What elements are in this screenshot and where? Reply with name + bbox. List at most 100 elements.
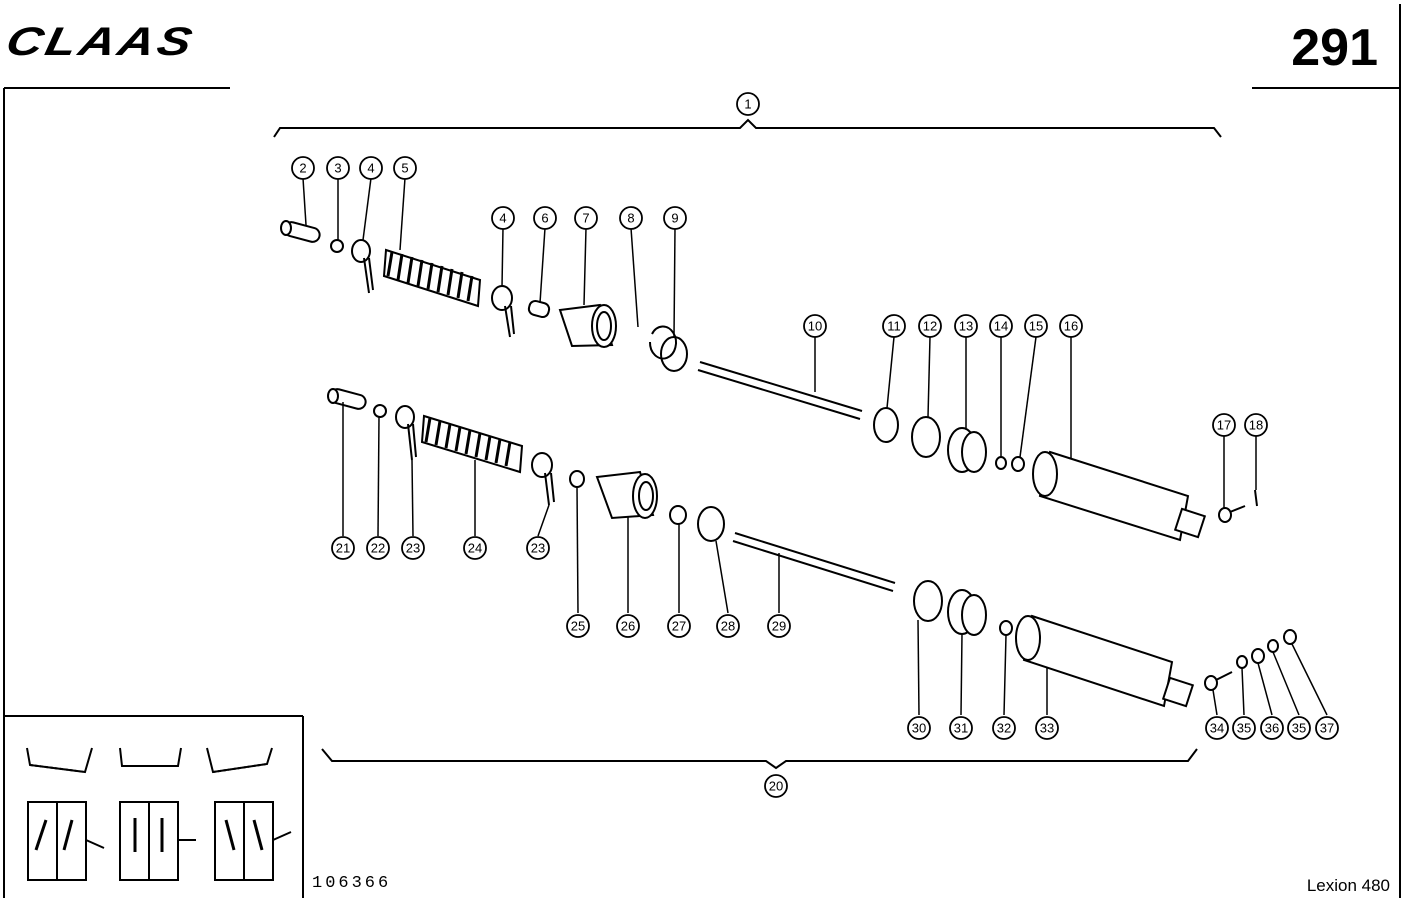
- part-clamp-4: [351, 239, 374, 294]
- bracket-assembly-20: [321, 748, 1198, 770]
- part-sleeve-6: [527, 299, 551, 319]
- legend-box-3: [214, 801, 292, 881]
- callout-circle: [401, 536, 425, 560]
- part-nut-37: [1283, 629, 1297, 645]
- callout-number: 24: [468, 541, 482, 556]
- part-clamp-23: [395, 405, 417, 461]
- callout-number: 2: [299, 161, 306, 176]
- callout-circle: [1212, 413, 1236, 437]
- callout-number: 36: [1265, 721, 1279, 736]
- part-nut-32: [999, 620, 1013, 636]
- callout-circle: [667, 614, 691, 638]
- legend-sketch-1: [26, 747, 93, 774]
- callout-number: 4: [367, 161, 374, 176]
- callout-number: 6: [541, 211, 548, 226]
- part-bellows-5: [382, 248, 482, 308]
- callout-number: 17: [1217, 418, 1231, 433]
- callout-circle: [326, 156, 350, 180]
- legend-sketch-2: [119, 747, 182, 767]
- callout-circle: [716, 614, 740, 638]
- callout-circle: [1035, 716, 1059, 740]
- callout-number: 27: [672, 619, 686, 634]
- bracket-assembly-1: [273, 118, 1222, 138]
- callout-circle: [616, 614, 640, 638]
- callout-number: 5: [401, 161, 408, 176]
- part-clamp-23b: [531, 452, 555, 506]
- part-o-ring-9: [660, 336, 688, 372]
- callout-number: 10: [808, 319, 822, 334]
- part-fitting-7: [558, 303, 617, 348]
- callout-number: 1: [744, 97, 751, 112]
- drawing-number: 106366: [312, 874, 392, 893]
- callout-number: 14: [994, 319, 1008, 334]
- callout-number: 28: [721, 619, 735, 634]
- part-clamp-4b: [491, 285, 515, 338]
- callout-number: 31: [954, 721, 968, 736]
- legend-box-1: [27, 801, 105, 881]
- part-pin-21: [327, 388, 367, 410]
- callout-circle: [359, 156, 383, 180]
- part-cotter-18: [1254, 489, 1258, 507]
- callout-circle: [491, 206, 515, 230]
- callout-circle: [1024, 314, 1048, 338]
- part-ring-30: [913, 580, 943, 622]
- callout-circle: [663, 206, 687, 230]
- callout-circle: [526, 536, 550, 560]
- part-nut-3: [330, 239, 344, 253]
- callout-circle: [907, 716, 931, 740]
- callout-circle: [1260, 716, 1284, 740]
- callout-circle: [954, 314, 978, 338]
- callout-number: 13: [959, 319, 973, 334]
- part-cylinder-tube-33: [1015, 614, 1195, 708]
- callout-circle: [463, 536, 487, 560]
- part-nut-36: [1251, 648, 1265, 664]
- callout-number: 12: [923, 319, 937, 334]
- page-number: 291: [1291, 19, 1378, 77]
- callout-circle: [767, 614, 791, 638]
- callout-number: 30: [912, 721, 926, 736]
- part-fitting-26: [595, 470, 658, 520]
- callout-circle: [882, 314, 906, 338]
- part-washer-35: [1236, 655, 1248, 669]
- callout-circle: [574, 206, 598, 230]
- callout-number: 35: [1292, 721, 1306, 736]
- callout-circle: [366, 536, 390, 560]
- callout-number: 16: [1064, 319, 1078, 334]
- part-pin-2: [280, 220, 321, 243]
- callout-circle: [764, 774, 788, 798]
- part-bolt-34: [1204, 671, 1233, 691]
- part-cylinder-tube-16: [1032, 450, 1207, 542]
- mounting-legend: [26, 747, 292, 881]
- callout-number: 15: [1029, 319, 1043, 334]
- callout-circle: [533, 206, 557, 230]
- callout-number: 18: [1249, 418, 1263, 433]
- callout-circle: [1244, 413, 1268, 437]
- callout-number: 8: [627, 211, 634, 226]
- callout-number: 22: [371, 541, 385, 556]
- part-bolt-17: [1218, 505, 1246, 523]
- part-piston-13: [947, 427, 987, 473]
- part-o-ring-28: [697, 506, 725, 542]
- callout-circle: [803, 314, 827, 338]
- callout-number: 35: [1237, 721, 1251, 736]
- callout-number: 32: [997, 721, 1011, 736]
- callout-circle: [989, 314, 1013, 338]
- callout-circle: [1315, 716, 1339, 740]
- callout-number: 11: [887, 319, 901, 334]
- callout-circle: [918, 314, 942, 338]
- callout-number: 23: [406, 541, 420, 556]
- upper-row-parts: [280, 220, 1258, 542]
- leader-lines: [302, 177, 1328, 716]
- part-washer-14: [995, 456, 1007, 470]
- callout-circle: [331, 536, 355, 560]
- callout-circle: [1232, 716, 1256, 740]
- part-ring-25: [569, 470, 585, 488]
- callout-circle: [393, 156, 417, 180]
- callout-circle: [736, 92, 760, 116]
- page-frame: [3, 4, 1401, 898]
- part-bellows-24: [420, 414, 524, 474]
- legend-sketch-3: [206, 747, 273, 774]
- callout-number: 26: [621, 619, 635, 634]
- callout-number: 34: [1210, 721, 1224, 736]
- callout-circle: [1205, 716, 1229, 740]
